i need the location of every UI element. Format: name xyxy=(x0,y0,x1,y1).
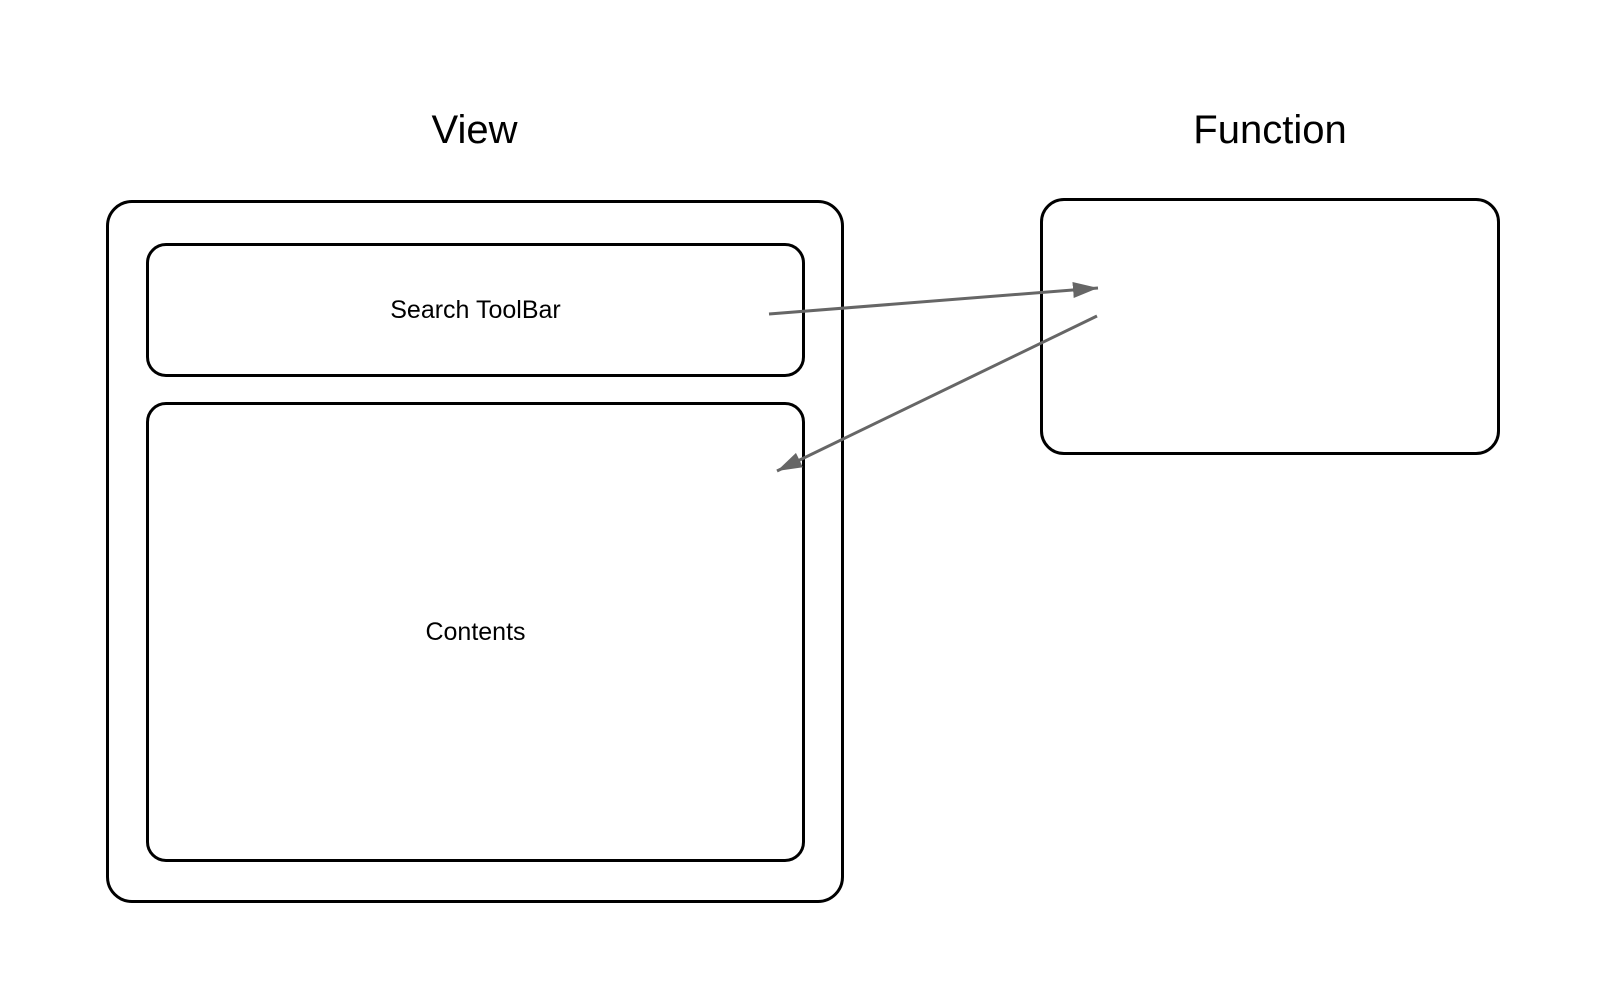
search-toolbar-label: Search ToolBar xyxy=(390,296,561,324)
view-title: View xyxy=(431,108,518,152)
search-toolbar-box: Search ToolBar xyxy=(146,243,805,377)
function-box xyxy=(1040,198,1500,455)
contents-box: Contents xyxy=(146,402,805,862)
view-group-box: Search ToolBar Contents xyxy=(106,200,844,903)
contents-label: Contents xyxy=(425,618,526,646)
function-title: Function xyxy=(1193,108,1347,152)
